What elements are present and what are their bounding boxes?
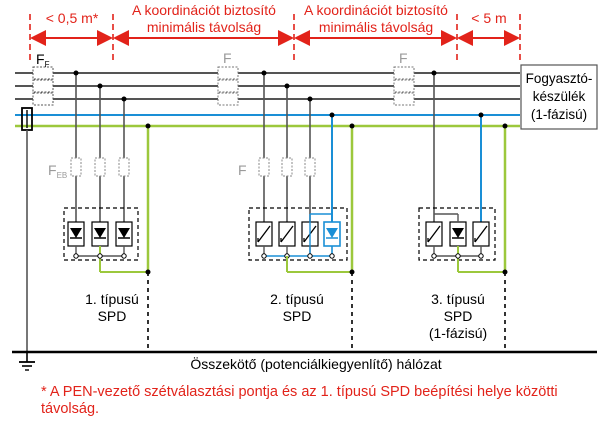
dim-label-1: < 0,5 m* <box>46 10 99 26</box>
right-fuse-label: F <box>399 50 408 66</box>
spd-type2-group <box>248 70 355 348</box>
spd1-label-1: 1. típusú <box>85 291 139 307</box>
main-fuse-label: FF <box>36 51 50 69</box>
dim-label-2b: minimális távolság <box>147 19 261 35</box>
consumer-line-1: Fogyasztó- <box>526 71 593 86</box>
consumer-line-3: (1-fázisú) <box>531 107 587 122</box>
dimension-markers <box>29 14 521 64</box>
ground-bus-label: Összekötő (potenciálkiegyenlítő) hálózat <box>190 355 441 372</box>
spd2-label-1: 2. típusú <box>270 291 324 307</box>
main-fuses <box>32 66 54 106</box>
spd2-label-2: SPD <box>283 308 312 324</box>
spd3-label-1: 3. típusú <box>431 291 485 307</box>
consumer-line-2: készülék <box>533 89 586 104</box>
footnote: * A PEN-vezető szétválasztási pontja és … <box>41 384 558 417</box>
spd2-fuse-label: F <box>238 162 247 178</box>
mid-fuses <box>217 66 239 106</box>
consumer-device-box <box>520 64 598 130</box>
dim-label-3a: A koordinációt biztosító <box>304 2 448 18</box>
ground-symbol-icon <box>19 352 35 371</box>
bus-lines <box>15 72 520 128</box>
spd3-label-2: SPD <box>444 308 473 324</box>
eb-fuse-label: FEB <box>48 162 67 180</box>
right-fuses <box>393 66 415 106</box>
dim-label-2a: A koordinációt biztosító <box>132 2 276 18</box>
mid-fuse-label: F <box>223 50 232 66</box>
dim-label-3b: minimális távolság <box>319 19 433 35</box>
dim-label-4: < 5 m <box>471 10 506 26</box>
spd1-label-2: SPD <box>98 308 127 324</box>
spd3-label-3: (1-fázisú) <box>429 325 487 341</box>
spd-type3-group <box>418 70 508 348</box>
spd-type1-group <box>63 70 151 348</box>
